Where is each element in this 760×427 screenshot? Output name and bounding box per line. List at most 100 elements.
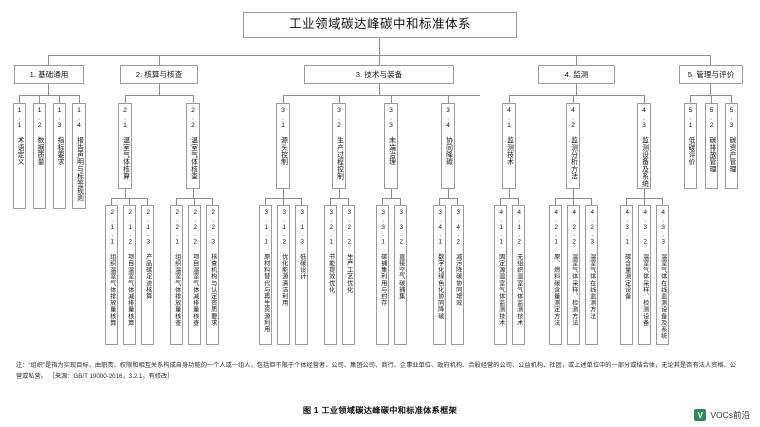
connector xyxy=(690,95,691,103)
connector xyxy=(339,189,340,198)
connector xyxy=(500,198,501,205)
leaf-node-3-3-1[interactable]: 3.3.1 碳捕集利用与封存 xyxy=(376,205,389,345)
connector xyxy=(573,198,574,205)
connector xyxy=(330,198,349,199)
leaf-node-4-2-1[interactable]: 4.2.1 原、燃料碳含量测定方法 xyxy=(549,205,562,345)
connector xyxy=(125,189,126,198)
leaf-node-4-2-3[interactable]: 4.2.3 温室气体在线监测方法 xyxy=(585,205,598,345)
branch-node-4-3[interactable]: 4.3 监测设备及系统 xyxy=(637,103,651,189)
connector xyxy=(79,95,80,103)
leaf-node-4-2-2[interactable]: 4.2.2 温室气体采样、检测方法 xyxy=(567,205,580,345)
leaf-node-2-2-2[interactable]: 2.2.2 项目温室气体减排量核查 xyxy=(188,205,201,345)
connector xyxy=(348,198,349,205)
branch-node-3-4[interactable]: 3.4 协同降碳 xyxy=(441,103,455,189)
connector xyxy=(125,95,193,96)
leaf-node-3-2-2[interactable]: 3.2.2 生产工艺优化 xyxy=(342,205,355,345)
connector xyxy=(48,55,49,65)
connector xyxy=(573,95,574,103)
connector xyxy=(439,198,440,205)
leaf-node-2-1-2[interactable]: 2.1.2 项目温室气体减排量核算 xyxy=(123,205,136,345)
connector xyxy=(690,95,731,96)
branch-node-2-1[interactable]: 2.1 温室气体核算 xyxy=(118,103,132,189)
connector xyxy=(509,95,510,103)
leaf-node-4-3-1[interactable]: 4.3.1 碳含量测定设备 xyxy=(620,205,633,345)
connector xyxy=(573,189,574,198)
leaf-node-3-1-2[interactable]: 3.1.2 优化能源清洁利用 xyxy=(277,205,290,345)
connector xyxy=(283,95,284,103)
leaf-node-5-1[interactable]: 5.1 低碳评价 xyxy=(684,103,697,189)
connector xyxy=(644,95,645,103)
connector xyxy=(283,189,284,198)
connector xyxy=(129,198,130,205)
figure-caption: 图 1 工业领域碳达峰碳中和标准体系框架 xyxy=(302,406,458,415)
connector xyxy=(19,95,20,103)
leaf-node-3-4-2[interactable]: 3.4.2 减污降碳协同增效 xyxy=(451,205,464,345)
connector xyxy=(391,95,392,103)
connector xyxy=(194,198,195,205)
connector xyxy=(591,198,592,205)
connector xyxy=(265,198,266,205)
connector xyxy=(710,84,711,95)
connector xyxy=(339,95,340,103)
connector xyxy=(711,95,712,103)
connector xyxy=(448,189,449,198)
group-node-2[interactable]: 2. 核算与核查 xyxy=(120,65,198,84)
group-node-4[interactable]: 4. 监测 xyxy=(538,65,615,84)
connector xyxy=(400,198,401,205)
leaf-node-4-3-3[interactable]: 4.3.3 温室气体在线监测设备及系统 xyxy=(656,205,669,345)
leaf-node-1-2[interactable]: 1.2 数据质量 xyxy=(33,103,46,209)
connector xyxy=(379,55,380,65)
group-node-1[interactable]: 1. 基础通用 xyxy=(14,65,84,84)
connector xyxy=(379,84,380,95)
leaf-node-3-4-1[interactable]: 3.4.1 数字化绿色化协同降碳 xyxy=(433,205,446,345)
leaf-node-5-3[interactable]: 5.3 碳资产管理 xyxy=(725,103,738,189)
connector xyxy=(644,198,645,205)
leaf-node-1-3[interactable]: 1.3 指标要求 xyxy=(53,103,66,209)
connector xyxy=(626,198,627,205)
connector xyxy=(48,84,49,95)
leaf-node-2-2-1[interactable]: 2.2.1 组织温室气体排放量核查 xyxy=(170,205,183,345)
branch-node-2-2[interactable]: 2.2 温室气体核查 xyxy=(186,103,200,189)
leaf-node-3-1-3[interactable]: 3.1.3 低碳设计 xyxy=(295,205,308,345)
leaf-node-3-2-1[interactable]: 3.2.1 节能提效优化 xyxy=(324,205,337,345)
group-node-5[interactable]: 5. 管理与评价 xyxy=(679,65,743,84)
leaf-node-4-3-2[interactable]: 4.3.2 温室气体采样、检测设备 xyxy=(638,205,651,345)
connector xyxy=(159,55,160,65)
leaf-node-2-1-1[interactable]: 2.1.1 组织温室气体排放量核算 xyxy=(105,205,118,345)
branch-node-3-1[interactable]: 3.1 源头控制 xyxy=(276,103,290,189)
leaf-node-1-4[interactable]: 1.4 报告声明与标签规则 xyxy=(72,103,86,209)
leaf-node-2-2-3[interactable]: 2.2.3 核查机构与认定资质要求 xyxy=(206,205,219,345)
connector xyxy=(576,55,577,65)
branch-node-4-1[interactable]: 4.1 监测技术 xyxy=(502,103,516,189)
watermark: V VOCs前沿 xyxy=(694,409,750,421)
connector xyxy=(576,84,577,95)
group-node-3[interactable]: 3. 技术与装备 xyxy=(304,65,454,84)
leaf-node-3-1-1[interactable]: 3.1.1 原材料替代与再生资源利用 xyxy=(259,205,272,345)
leaf-node-5-2[interactable]: 5.2 碳排放管理 xyxy=(705,103,718,189)
branch-node-4-2[interactable]: 4.2 监测分析方法 xyxy=(566,103,580,189)
connector xyxy=(301,198,302,205)
branch-node-3-2[interactable]: 3.2 生产过程控制 xyxy=(332,103,346,189)
connector xyxy=(500,198,519,199)
connector xyxy=(457,198,458,205)
connector xyxy=(731,95,732,103)
connector xyxy=(391,189,392,198)
connector xyxy=(125,95,126,103)
connector xyxy=(439,198,458,199)
connector xyxy=(111,198,112,205)
connector xyxy=(509,95,644,96)
connector xyxy=(518,198,519,205)
leaf-node-1-1[interactable]: 1.1 术语定义 xyxy=(13,103,26,209)
connector xyxy=(212,198,213,205)
connector xyxy=(176,198,177,205)
leaf-node-4-1-1[interactable]: 4.1.1 固定源温室气体监测技术 xyxy=(494,205,507,345)
leaf-node-4-1-2[interactable]: 4.1.2 无组织温室气体监测技术 xyxy=(512,205,525,345)
branch-node-3-3[interactable]: 3.3 末端治理 xyxy=(384,103,398,189)
leaf-node-3-3-2[interactable]: 3.3.2 直接空气碳捕集 xyxy=(394,205,407,345)
connector xyxy=(710,55,711,65)
watermark-label: VOCs前沿 xyxy=(710,410,750,420)
leaf-node-2-1-3[interactable]: 2.1.3 产品碳足迹核算 xyxy=(141,205,154,345)
footnote-text: 注：“组织”是指为实现目标，由职责、权限和相互关系构成自身功能的一个人或一组人，… xyxy=(16,362,736,381)
connector xyxy=(555,198,556,205)
